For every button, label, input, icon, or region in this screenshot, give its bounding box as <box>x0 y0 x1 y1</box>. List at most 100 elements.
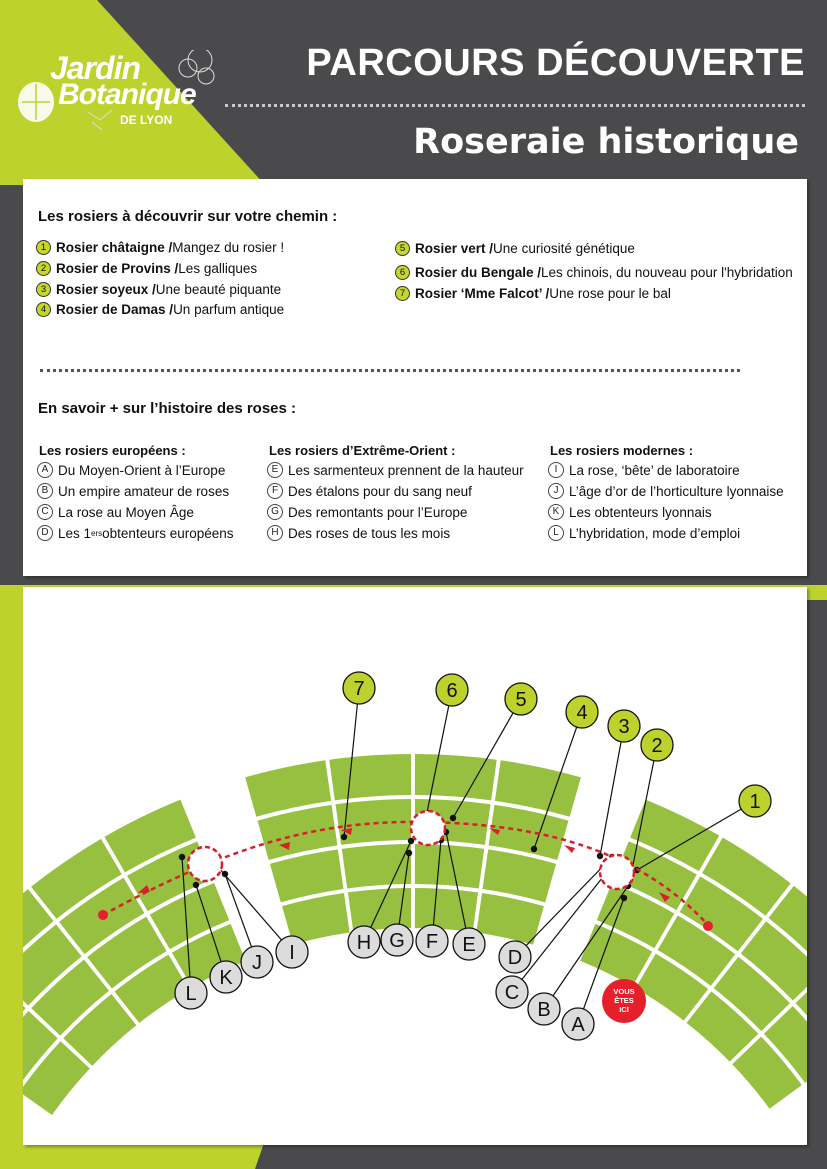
rose-bed <box>414 888 479 933</box>
leader-line <box>543 885 629 1010</box>
logo-line-3: DE LYON <box>120 113 173 127</box>
title-divider <box>225 104 805 107</box>
letter-marker-D: D <box>498 940 532 974</box>
rose-bed <box>630 799 720 872</box>
number-marker-2: 2 <box>640 728 674 762</box>
leader-line <box>577 897 625 1025</box>
badge-circle <box>347 925 381 959</box>
rose-bed <box>596 883 675 949</box>
badge-label: 7 <box>353 678 364 700</box>
badge-label: K <box>219 967 233 989</box>
badge-circle <box>640 728 674 762</box>
history-text: Des roses de tous les mois <box>288 525 451 541</box>
rose-bed <box>245 760 332 817</box>
rose-bed <box>702 837 791 916</box>
letter-badge: I <box>548 462 564 478</box>
rose-bed <box>657 915 736 986</box>
badge-label: I <box>289 942 295 964</box>
rose-bed <box>713 956 790 1032</box>
rose-bed <box>23 1005 26 1012</box>
number-badge: 4 <box>36 302 51 317</box>
letter-marker-J: J <box>240 945 274 979</box>
location-dot <box>340 833 348 841</box>
rose-bed <box>580 923 653 987</box>
rose-name: Rosier châtaigne / <box>56 240 173 255</box>
badge-label: 3 <box>618 716 629 738</box>
number-marker-6: 6 <box>435 673 469 707</box>
leader-line <box>343 687 360 838</box>
rose-name: Rosier du Bengale / <box>415 265 542 280</box>
number-marker-1: 1 <box>738 784 772 818</box>
rose-bed <box>269 849 344 903</box>
leader-line <box>599 725 625 857</box>
rose-bed <box>282 892 350 945</box>
badge-label: 4 <box>576 702 587 724</box>
leaf-icon <box>18 50 215 131</box>
badge-circle <box>607 709 641 743</box>
badge-label: L <box>185 983 196 1005</box>
rose-item: 6 Rosier du Bengale / Les chinois, du nou… <box>395 265 793 280</box>
number-badge: 6 <box>395 265 410 280</box>
number-badge: 5 <box>395 241 410 256</box>
number-marker-3: 3 <box>607 709 641 743</box>
letter-badge: G <box>267 504 283 520</box>
letter-marker-A: A <box>561 1007 595 1041</box>
history-text: Les sarmenteux prennent de la hauteur <box>288 462 524 478</box>
rose-bed <box>23 1041 90 1115</box>
rose-bed <box>740 921 807 1001</box>
badge-circle <box>498 940 532 974</box>
rose-desc: Mangez du rosier ! <box>172 240 285 255</box>
badge-circle <box>738 784 772 818</box>
stop-circle <box>186 845 224 883</box>
history-text: Les 1 <box>58 525 92 541</box>
leader-line <box>533 711 583 850</box>
path-arrow-icon <box>341 828 352 835</box>
letter-marker-B: B <box>527 992 561 1026</box>
badge-circle <box>240 945 274 979</box>
badge-circle <box>342 671 376 705</box>
you-are-here-text: ICI <box>619 1005 629 1014</box>
you-are-here-text: ÊTES <box>614 996 634 1005</box>
rose-name: Rosier vert / <box>415 241 494 256</box>
letter-marker-H: H <box>347 925 381 959</box>
badge-circle <box>561 1007 595 1041</box>
number-marker-7: 7 <box>342 671 376 705</box>
rose-bed <box>476 892 544 945</box>
path-arrow-icon <box>659 892 670 902</box>
rose-bed <box>23 889 54 948</box>
rose-bed <box>763 1006 807 1083</box>
rose-bed <box>63 994 137 1066</box>
walking-path <box>98 809 713 931</box>
location-dot <box>530 845 538 853</box>
rose-bed <box>257 804 338 861</box>
number-marker-4: 4 <box>565 695 599 729</box>
letter-badge: J <box>548 483 564 499</box>
letter-marker-F: F <box>415 924 449 958</box>
badge-circle <box>495 975 529 1009</box>
letter-badge: C <box>37 504 53 520</box>
number-badge: 7 <box>395 286 410 301</box>
letter-marker-G: G <box>380 923 414 957</box>
path-arrow-icon <box>564 845 575 853</box>
history-text: Du Moyen-Orient à l’Europe <box>58 462 226 478</box>
rose-bed <box>31 838 122 919</box>
path-arrow-icon <box>489 828 500 835</box>
rose-name: Rosier soyeux / <box>56 282 156 297</box>
number-marker-5: 5 <box>504 682 538 716</box>
rose-desc: Les chinois, du nouveau pour l'hybridati… <box>541 265 793 280</box>
rose-bed <box>329 754 412 801</box>
rose-desc: Un parfum antique <box>173 302 285 317</box>
